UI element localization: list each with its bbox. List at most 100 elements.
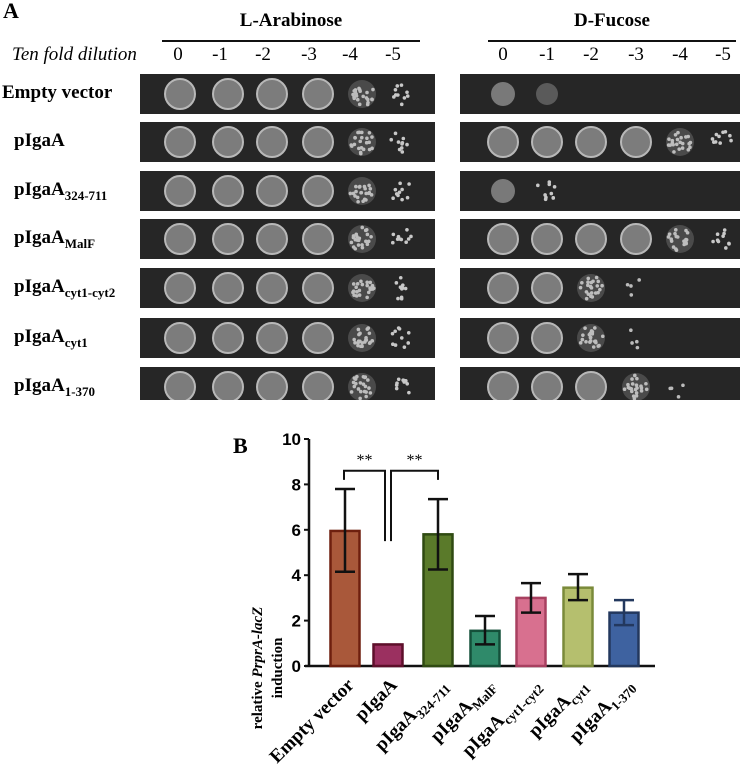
colony-dot bbox=[396, 296, 400, 301]
colony-dot bbox=[365, 295, 369, 300]
colony-dot bbox=[634, 394, 639, 398]
colony-dot bbox=[405, 227, 409, 232]
colony-dot bbox=[357, 288, 362, 293]
colony-dot bbox=[389, 137, 394, 142]
colony-dot bbox=[357, 293, 362, 297]
colony-dot bbox=[390, 331, 395, 336]
strain-name: Empty vector bbox=[2, 82, 113, 103]
colony-dot bbox=[547, 180, 552, 184]
colony-dot bbox=[364, 140, 369, 145]
bar bbox=[515, 596, 547, 668]
colony-dot bbox=[398, 181, 402, 186]
colony-dot bbox=[594, 275, 599, 280]
colony-dot bbox=[578, 285, 583, 290]
colony-spot bbox=[256, 223, 288, 255]
colony-dot bbox=[349, 240, 354, 245]
colony-dot bbox=[349, 143, 354, 147]
y-tick-label: 8 bbox=[292, 475, 301, 494]
colony-dot bbox=[394, 386, 399, 391]
colony-dot bbox=[407, 182, 411, 186]
colony-dot bbox=[668, 386, 673, 391]
colony-dot bbox=[543, 197, 548, 202]
strain-name: pIgaA bbox=[14, 179, 65, 200]
dilution-tick-label: -1 bbox=[539, 44, 555, 65]
colony-dot bbox=[365, 136, 369, 141]
colony-dot bbox=[368, 280, 373, 285]
colony-dot bbox=[639, 389, 644, 393]
colony-dot bbox=[355, 97, 360, 102]
colony-dot bbox=[630, 377, 634, 381]
condition-title-arabinose: L-Arabinose bbox=[239, 10, 343, 31]
dilution-tick-label: 0 bbox=[498, 44, 508, 65]
strain-name: pIgaA bbox=[14, 375, 65, 396]
colony-dot bbox=[360, 282, 365, 287]
colony-dot bbox=[588, 335, 593, 340]
colony-dot bbox=[358, 139, 363, 144]
colony-dot bbox=[644, 381, 648, 386]
colony-dot bbox=[404, 240, 408, 244]
colony-dot bbox=[348, 191, 353, 196]
colony-dot bbox=[353, 90, 358, 94]
dilution-tick-label: 0 bbox=[173, 44, 183, 65]
colony-dot bbox=[716, 239, 721, 244]
colony-dot bbox=[358, 339, 362, 344]
colony-dot bbox=[586, 292, 591, 296]
dilution-tick-label: -5 bbox=[715, 44, 731, 65]
colony-dot bbox=[390, 240, 395, 245]
colony-dot bbox=[588, 340, 592, 344]
colony-dot bbox=[366, 290, 371, 295]
colony-spot bbox=[531, 223, 563, 255]
colony-dot bbox=[635, 345, 640, 350]
colony-dot bbox=[583, 326, 587, 330]
colony-dot bbox=[626, 382, 630, 387]
colony-dot bbox=[589, 280, 594, 285]
colony-dot bbox=[687, 141, 691, 146]
colony-spot bbox=[491, 82, 515, 106]
dilution-tick-label: -5 bbox=[385, 44, 401, 65]
colony-dot bbox=[402, 345, 407, 349]
colony-dot bbox=[622, 387, 627, 392]
strain-name: pIgaA bbox=[14, 227, 65, 248]
colony-dot bbox=[595, 284, 600, 288]
colony-dot bbox=[536, 183, 540, 188]
colony-dot bbox=[399, 146, 404, 150]
colony-spot bbox=[256, 175, 288, 207]
colony-spot bbox=[487, 371, 519, 400]
colony-dot bbox=[391, 196, 395, 201]
colony-dot bbox=[400, 150, 405, 154]
strain-subscript: cyt1-cyt2 bbox=[64, 285, 116, 300]
colony-dot bbox=[395, 84, 400, 88]
colony-spot bbox=[531, 371, 563, 400]
colony-dot bbox=[364, 191, 368, 196]
colony-dot bbox=[393, 329, 397, 334]
colony-dot bbox=[367, 131, 372, 135]
colony-dot bbox=[406, 330, 411, 335]
significance-label: ** bbox=[407, 452, 423, 469]
colony-dot bbox=[368, 187, 373, 191]
colony-dot bbox=[365, 280, 369, 285]
strain-name: pIgaA bbox=[14, 326, 65, 347]
colony-dot bbox=[349, 390, 354, 394]
colony-dot bbox=[598, 287, 602, 292]
colony-spot bbox=[164, 223, 196, 255]
colony-dot bbox=[713, 140, 718, 144]
colony-dot bbox=[409, 234, 413, 239]
colony-dot bbox=[584, 296, 589, 301]
colony-dot bbox=[371, 87, 375, 92]
colony-dot bbox=[355, 195, 360, 200]
y-tick-label: 0 bbox=[292, 657, 301, 676]
colony-dot bbox=[679, 135, 683, 140]
colony-dot bbox=[717, 134, 721, 139]
colony-dot bbox=[666, 143, 671, 147]
colony-dot bbox=[353, 377, 358, 381]
colony-dot bbox=[674, 142, 679, 147]
condition-underline bbox=[488, 40, 736, 42]
colony-spot bbox=[164, 175, 196, 207]
panel-b-letter: B bbox=[233, 433, 248, 458]
colony-spot bbox=[256, 126, 288, 158]
colony-dot bbox=[394, 281, 399, 285]
colony-dot bbox=[366, 326, 371, 330]
colony-dot bbox=[360, 344, 364, 349]
colony-dot bbox=[360, 245, 365, 250]
colony-spot bbox=[575, 371, 607, 400]
